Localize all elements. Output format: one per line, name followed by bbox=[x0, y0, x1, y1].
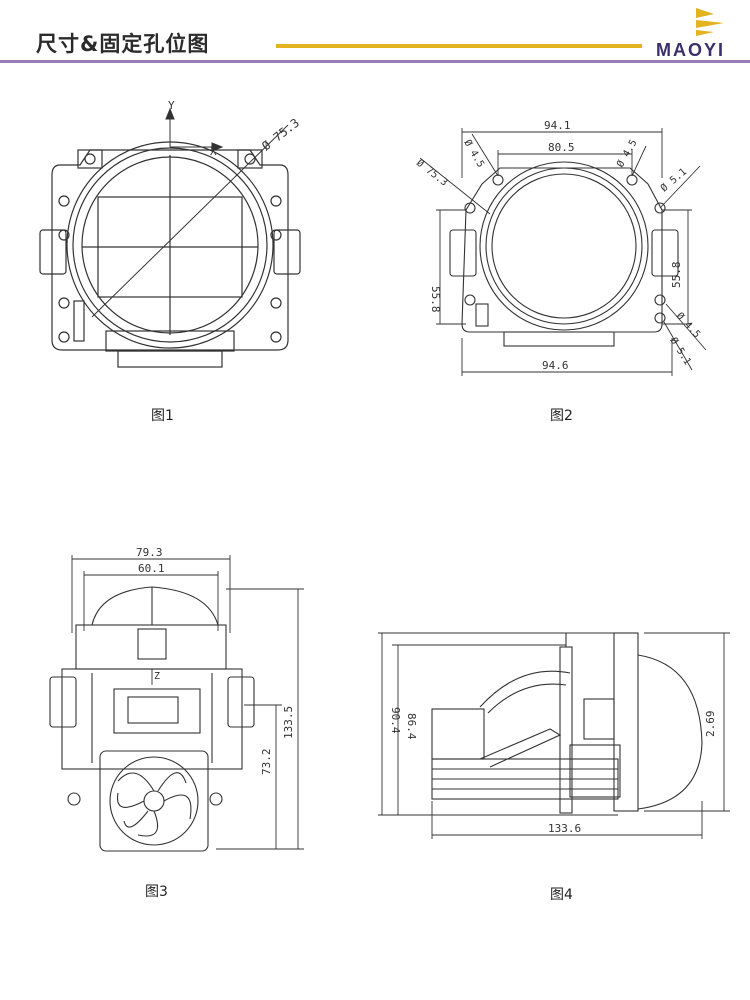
fig4-length-dim: 133.6 bbox=[548, 822, 581, 835]
fig2-hole-top-right-label: Ø 4.5 bbox=[614, 137, 639, 169]
fig2-hole-right-label: Ø 5.1 bbox=[658, 166, 689, 195]
fig3-top-outer-dim: 79.3 bbox=[136, 546, 163, 559]
fig3-axis-z-label: Z bbox=[154, 671, 160, 682]
fig2-hole-top-left-label: Ø 4.5 bbox=[461, 138, 486, 170]
fig4-height-right-dim: 2.69 bbox=[704, 711, 717, 738]
fig4-height-inner-dim: 86.4 bbox=[405, 713, 418, 740]
fig1-axis-y-label: Y bbox=[168, 99, 175, 112]
fig3-top-inner-dim: 60.1 bbox=[138, 562, 165, 575]
header-gold-rule bbox=[276, 44, 642, 48]
figure-4-caption: 图4 bbox=[550, 887, 573, 903]
fig2-diameter-label: Ø 75.3 bbox=[414, 157, 450, 189]
brand-logo-icon bbox=[696, 8, 724, 36]
page-title: 尺寸&固定孔位图 bbox=[36, 32, 210, 56]
brand-name: MAOYI bbox=[656, 40, 726, 60]
fig1-diameter-label: Ø 75.3 bbox=[259, 116, 302, 154]
figure-1-caption: 图1 bbox=[151, 408, 174, 424]
header-purple-rule bbox=[0, 60, 750, 63]
figure-3-caption: 图3 bbox=[145, 884, 168, 900]
fig2-top-outer-dim: 94.1 bbox=[544, 119, 571, 132]
figure-2-mounting-view: 94.1 80.5 94.6 55.8 55.8 Ø 75.3 Ø 4.5 Ø … bbox=[414, 119, 707, 376]
fig3-height-outer-dim: 133.5 bbox=[282, 706, 295, 739]
figure-1-front-view: Y X Ø 75.3 bbox=[39, 99, 302, 368]
fig2-left-height-dim: 55.8 bbox=[429, 286, 442, 313]
figure-2-caption: 图2 bbox=[550, 408, 573, 424]
fig1-axis-x-label: X bbox=[210, 145, 217, 158]
fig4-height-outer-dim: 90.4 bbox=[389, 707, 402, 734]
fig2-top-inner-dim: 80.5 bbox=[548, 141, 575, 154]
figure-4-side-view: 90.4 86.4 2.69 133.6 bbox=[378, 632, 730, 839]
fig2-bottom-dim: 94.6 bbox=[542, 359, 569, 372]
fig2-hole-bottom-right-label-2: Ø 5.1 bbox=[667, 335, 693, 367]
fig2-right-height-dim: 55.8 bbox=[670, 262, 683, 289]
fig3-height-inner-dim: 73.2 bbox=[260, 749, 273, 776]
figure-3-rear-view: 79.3 60.1 73.2 133.5 Z bbox=[49, 546, 304, 852]
page-header: 尺寸&固定孔位图 MAOYI bbox=[0, 0, 750, 66]
